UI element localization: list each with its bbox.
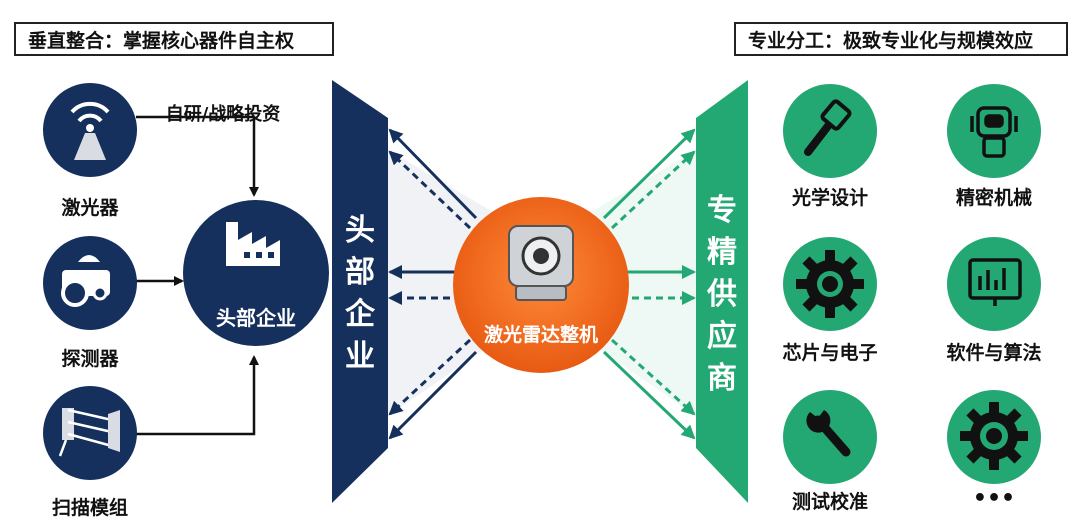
right-section-title: 专业分工：极致专业化与规模效应 (734, 22, 1068, 56)
more-circle (947, 390, 1041, 484)
laser-label: 激光器 (61, 197, 119, 219)
left-bar-label: 头部企业 (345, 213, 375, 374)
mechanics-circle (947, 84, 1041, 178)
scanner-to-hub-arrow (134, 355, 259, 436)
supplier-label-testing: 测试校准 (791, 491, 868, 513)
scanner-circle (43, 386, 137, 480)
laser-circle (43, 83, 137, 177)
testing-circle (783, 390, 877, 484)
software-circle (947, 237, 1041, 331)
hub-label: 头部企业 (216, 306, 296, 330)
rd-investment-label: 自研/战略投资 (165, 104, 281, 125)
optics-circle (783, 84, 877, 178)
left-bar-shape (332, 80, 388, 503)
chip-circle (783, 237, 877, 331)
supplier-label-mechanics: 精密机械 (955, 187, 1032, 209)
laser-to-hub-arrow (136, 115, 259, 197)
lidar-icon (508, 225, 574, 301)
supplier-label-software: 软件与算法 (946, 342, 1042, 364)
center-label: 激光雷达整机 (483, 324, 598, 346)
scanner-label: 扫描模组 (51, 497, 128, 519)
right-bar-shape (696, 80, 748, 503)
supplier-label-optics: 光学设计 (791, 187, 868, 209)
detector-circle (43, 236, 137, 330)
left-section-title: 垂直整合：掌握核心器件自主权 (14, 22, 334, 56)
supplier-label-chip: 芯片与电子 (782, 342, 878, 364)
detector-label: 探测器 (61, 348, 119, 370)
right-bar-label: 专精供应商 (707, 193, 737, 396)
supplier-label-more: ••• (972, 486, 1016, 511)
hub-circle (183, 200, 329, 346)
